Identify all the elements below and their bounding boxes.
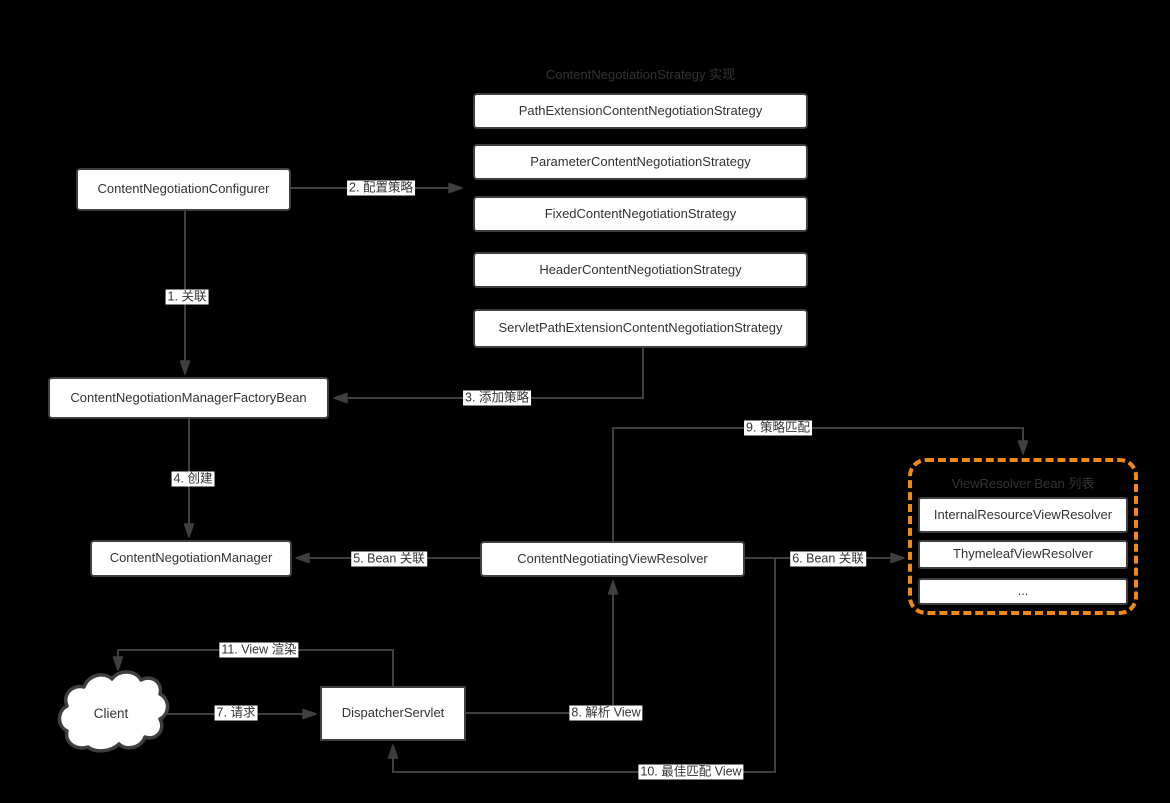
node-content-negotiation-manager: ContentNegotiationManager: [90, 540, 292, 577]
node-fixed-strategy: FixedContentNegotiationStrategy: [473, 196, 808, 232]
node-more-resolvers: ...: [918, 578, 1128, 605]
edge-label-8-resolve-view: 8. 解析 View: [569, 705, 643, 721]
edge-label-10-best-match-view: 10. 最佳匹配 View: [638, 764, 744, 780]
strategy-group-title: ContentNegotiationStrategy 实现: [545, 67, 736, 82]
edge-label-11-view-render: 11. View 渲染: [219, 642, 299, 658]
node-header-strategy: HeaderContentNegotiationStrategy: [473, 252, 808, 288]
view-resolver-bean-list-panel: ViewResolver Bean 列表 InternalResourceVie…: [908, 458, 1138, 615]
edge-label-5-bean-link: 5. Bean 关联: [351, 551, 427, 567]
edge-label-6-bean-link: 6. Bean 关联: [790, 551, 866, 567]
edge-label-7-request: 7. 请求: [214, 705, 258, 721]
edge-label-2-configure-strategies: 2. 配置策略: [347, 180, 415, 196]
node-content-negotiation-configurer: ContentNegotiationConfigurer: [76, 168, 291, 211]
node-servlet-path-extension-strategy: ServletPathExtensionContentNegotiationSt…: [473, 309, 808, 348]
edge-3-add-strategies: [333, 347, 644, 404]
edge-10-best-match-view: [387, 558, 776, 773]
client-cloud-shape: [57, 670, 170, 753]
node-parameter-strategy: ParameterContentNegotiationStrategy: [473, 144, 808, 180]
edge-label-3-add-strategies: 3. 添加策略: [463, 390, 531, 406]
node-content-negotiating-view-resolver: ContentNegotiatingViewResolver: [480, 541, 745, 577]
node-path-extension-strategy: PathExtensionContentNegotiationStrategy: [473, 93, 808, 129]
edge-label-4-create: 4. 创建: [171, 471, 215, 487]
node-internal-resource-view-resolver: InternalResourceViewResolver: [918, 497, 1128, 533]
client-label: Client: [93, 706, 129, 721]
edge-8-resolve-view: [466, 580, 619, 714]
node-content-negotiation-manager-factory-bean: ContentNegotiationManagerFactoryBean: [48, 377, 329, 419]
edge-label-9-strategy-match: 9. 策略匹配: [744, 420, 812, 436]
edge-label-1-associate: 1. 关联: [165, 289, 209, 305]
node-dispatcher-servlet: DispatcherServlet: [320, 686, 466, 741]
edge-9-strategy-match: [612, 427, 1029, 541]
node-thymeleaf-view-resolver: ThymeleafViewResolver: [918, 540, 1128, 569]
view-resolver-bean-list-title: ViewResolver Bean 列表: [951, 476, 1095, 491]
